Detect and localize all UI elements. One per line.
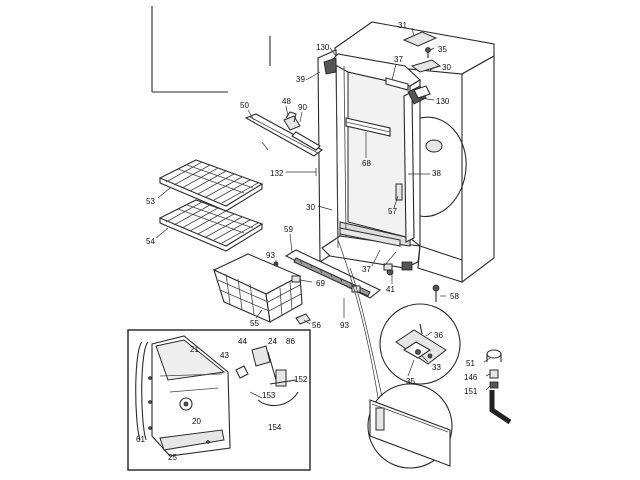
callout-label: 93 [340, 321, 349, 330]
callout-label: 44 [238, 337, 247, 346]
callout-label: 39 [296, 75, 305, 84]
callout-label: 130 [436, 97, 450, 106]
callout-label: 53 [146, 197, 155, 206]
wire-shelf-upper [158, 159, 264, 212]
callout-label: 50 [240, 101, 249, 110]
callout-label: 20 [192, 417, 201, 426]
callout-label: 51 [466, 359, 475, 368]
detail-circle-base [379, 303, 461, 385]
callout-label: 33 [432, 363, 441, 372]
callout-label: 30 [306, 203, 315, 212]
callout-label: 21 [190, 345, 199, 354]
callout-label: 36 [434, 331, 443, 340]
callout-labels: 31 35 130 37 30 39 130 50 48 90 68 38 13… [136, 21, 478, 462]
wire-shelf-lower [158, 199, 264, 252]
callout-label: 59 [284, 225, 293, 234]
callout-label: 43 [220, 351, 229, 360]
upper-shelf-rail [244, 111, 324, 176]
callout-label: 152 [294, 375, 308, 384]
callout-label: 37 [394, 55, 403, 64]
callout-label: 146 [464, 373, 478, 382]
kick-plate-grille [284, 249, 382, 299]
callout-label: 132 [270, 169, 284, 178]
callout-label: 30 [442, 63, 451, 72]
callout-label: 54 [146, 237, 155, 246]
callout-label: 35 [438, 45, 447, 54]
callout-label: 68 [362, 159, 371, 168]
callout-label: 25 [168, 453, 177, 462]
small-hardware [273, 261, 311, 325]
inset-box-door-detail [127, 329, 311, 471]
callout-label: 41 [386, 285, 395, 294]
callout-label: 151 [464, 387, 478, 396]
callout-label: 37 [362, 265, 371, 274]
detail-circle-kickplate [367, 383, 453, 469]
freezer-cabinet [317, 21, 495, 284]
leader-lines [155, 27, 491, 391]
callout-label: 69 [316, 279, 325, 288]
wire-basket [212, 253, 303, 323]
callout-label: 38 [432, 169, 441, 178]
callout-label: 90 [298, 103, 307, 112]
callout-label: 57 [388, 207, 397, 216]
callout-label: 55 [250, 319, 259, 328]
callout-label: 93 [266, 251, 275, 260]
callout-label: 154 [268, 423, 282, 432]
leveling-screw [432, 284, 440, 302]
callout-label: 48 [282, 97, 291, 106]
callout-label: 35 [406, 377, 415, 386]
callout-label: 86 [286, 337, 295, 346]
callout-label: 56 [312, 321, 321, 330]
callout-label: 61 [136, 435, 145, 444]
drain-assembly [486, 349, 512, 425]
callout-label: 58 [450, 292, 459, 301]
corner-frame-marks [151, 6, 271, 93]
callout-label: 24 [268, 337, 277, 346]
top-hinge-assembly [402, 31, 442, 99]
callout-label: 31 [398, 21, 407, 30]
callout-label: 130 [316, 43, 330, 52]
callout-label: 153 [262, 391, 276, 400]
